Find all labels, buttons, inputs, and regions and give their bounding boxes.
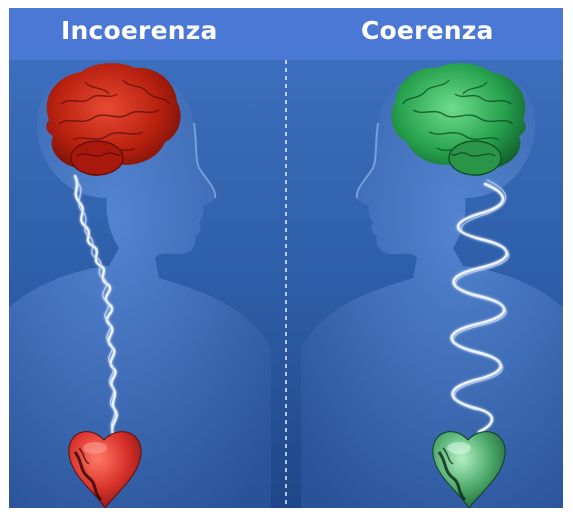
right-title: Coerenza (361, 16, 494, 45)
coherence-illustration (9, 8, 563, 508)
illustration-frame: Incoerenza Coerenza (9, 8, 563, 508)
left-title: Incoerenza (61, 16, 218, 45)
header-bar: Incoerenza Coerenza (9, 8, 563, 60)
